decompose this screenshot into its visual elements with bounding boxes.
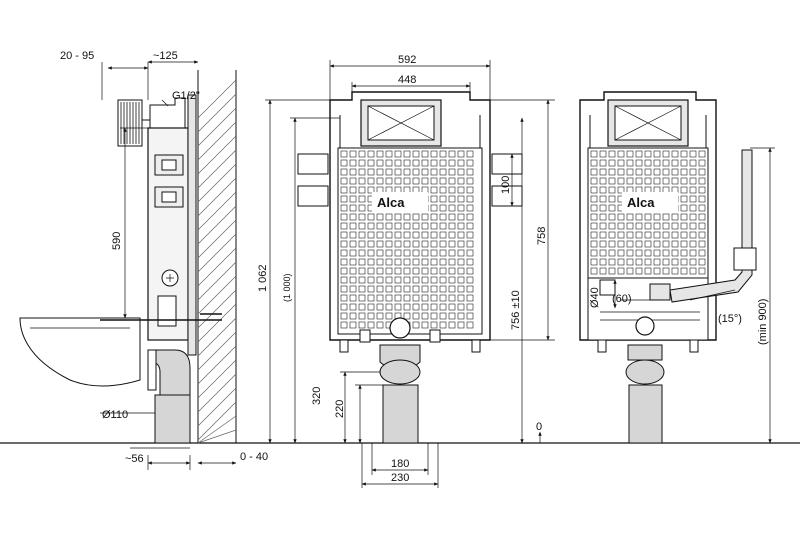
dim-dist-60: (60) <box>612 293 632 305</box>
front-bracket-left <box>297 153 329 207</box>
dim-height-320: 320 <box>311 387 323 405</box>
toilet-bowl-outline <box>19 317 141 387</box>
dim-height-758: 758 <box>536 227 548 245</box>
dim-width-448: 448 <box>398 74 416 86</box>
wall-hatching <box>197 70 237 444</box>
rear-brand-logo: Alca <box>627 195 655 210</box>
dim-height-220: 220 <box>334 400 346 418</box>
front-drain-pipe <box>382 384 419 444</box>
rear-flush-pipe <box>669 149 753 303</box>
dim-spacing-100: 100 <box>500 176 512 194</box>
rear-drain-pipe <box>628 384 663 444</box>
dim-thread: G1/2" <box>172 90 200 102</box>
dim-width-180: 180 <box>391 458 409 470</box>
side-view: 20 - 95 ~125 G1/2" 590 Ø110 ~56 0 - 40 <box>19 50 268 470</box>
front-outlet-ring <box>389 317 411 339</box>
dim-width-230: 230 <box>391 472 409 484</box>
dim-bottom-56: ~56 <box>125 453 144 465</box>
rear-view: Alca 0 Ø40 (60) (15°) (min 900) <box>536 91 775 444</box>
rear-outlet-ring <box>635 316 655 336</box>
dim-pipe-dia: Ø110 <box>102 409 128 421</box>
front-view: Alca 592 448 <box>257 54 555 488</box>
dim-top-offset: ~125 <box>153 50 178 62</box>
dim-width-592: 592 <box>398 54 416 66</box>
dim-zero: 0 <box>536 421 542 433</box>
dim-height-590: 590 <box>111 232 123 250</box>
dim-height-1062: 1 062 <box>257 264 269 292</box>
side-frame-rail <box>187 94 197 356</box>
dim-min-900: (min 900) <box>757 299 769 345</box>
front-brand-logo: Alca <box>377 195 405 210</box>
dim-top-range: 20 - 95 <box>60 50 94 62</box>
dim-bottom-range: 0 - 40 <box>240 451 268 463</box>
dim-angle-15: (15°) <box>718 313 742 325</box>
dim-dia-40: Ø40 <box>589 287 601 308</box>
front-bracket-right <box>491 153 523 207</box>
dim-height-1000: (1 000) <box>282 273 292 302</box>
rear-tank-grid <box>587 147 709 279</box>
dim-height-756: 756 ±10 <box>510 290 522 330</box>
